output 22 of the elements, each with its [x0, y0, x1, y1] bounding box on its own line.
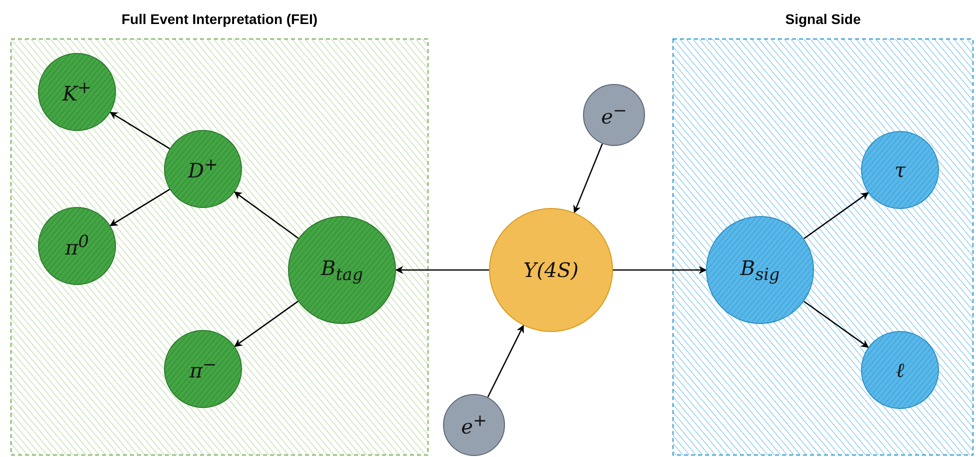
arrow [487, 324, 524, 398]
panel-heading: Full Event Interpretation (FEI) [120, 10, 318, 29]
particle-label: e$^{+}$ [461, 411, 487, 439]
arrow [573, 143, 603, 214]
particle-label: K$^{+}$ [62, 78, 92, 106]
particle-label: π$^{−}$ [189, 355, 217, 383]
particle-label: π$^{0}$ [65, 232, 89, 260]
particle-label: B$_{tag}$ [321, 256, 363, 284]
panel-heading: Signal Side [784, 10, 862, 29]
arrow [613, 266, 707, 274]
particle-label: ℓ [896, 358, 904, 382]
arrow [110, 112, 170, 150]
particle-label: τ [894, 158, 906, 182]
particle-label: Υ(4S) [523, 258, 579, 282]
particle-label: D$^{+}$ [188, 155, 218, 183]
arrow [234, 300, 298, 347]
particle-label: e$^{−}$ [601, 101, 627, 129]
arrow [804, 192, 869, 240]
arrow [395, 266, 489, 274]
arrow [234, 191, 299, 239]
arrow [110, 188, 170, 226]
particle-label: B$_{sig}$ [740, 256, 780, 284]
